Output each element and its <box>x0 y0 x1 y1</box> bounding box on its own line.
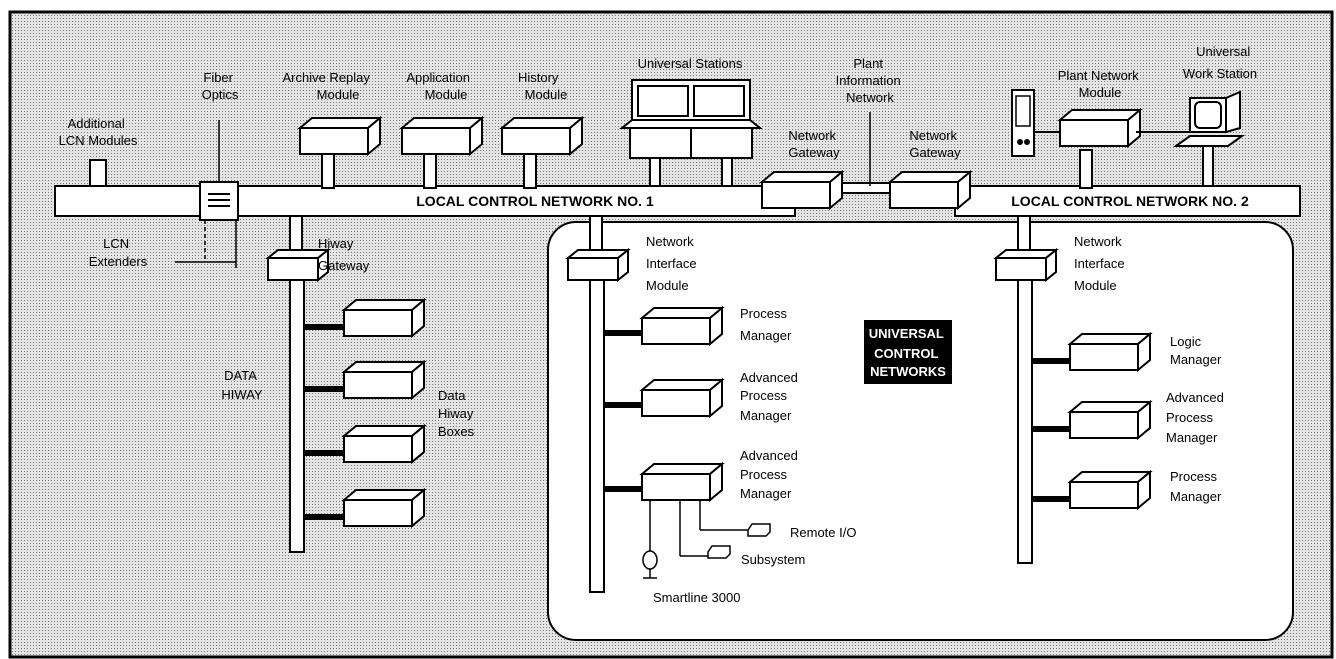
nim-left-box <box>567 249 629 281</box>
network-gateway-1-box <box>761 171 843 209</box>
archive-replay-module-box <box>299 117 381 189</box>
apm-left-1-label: Advanced Process Manager <box>740 370 801 423</box>
plant-network-peripheral <box>1011 89 1060 157</box>
ucn-region <box>547 221 1294 641</box>
nim-left-label: Network Interface Module <box>646 234 700 293</box>
history-module-box <box>501 117 583 189</box>
smartline-transmitter <box>642 550 658 570</box>
apm-left-2-label: Advanced Process Manager <box>740 448 801 501</box>
network-gateway-1-label: Network Gateway <box>788 128 840 160</box>
application-label: Application Module <box>406 70 473 102</box>
plant-info-network-label: Plant Information Network <box>836 56 905 105</box>
fiber-optic-extender <box>175 120 239 268</box>
universal-stations-console <box>619 79 763 187</box>
lcn2-label: LOCAL CONTROL NETWORK NO. 2 <box>1011 193 1249 209</box>
smartline-label: Smartline 3000 <box>653 590 740 605</box>
network-gateway-2-box <box>889 171 971 209</box>
lcn1-label: LOCAL CONTROL NETWORK NO. 1 <box>416 193 654 209</box>
remote-io-label: Remote I/O <box>790 525 856 540</box>
network-gateway-2-label: Network Gateway <box>909 128 961 160</box>
ucn-right-devices <box>1032 333 1151 509</box>
data-hiway-label: DATA HIWAY <box>221 368 262 402</box>
remote-io-box <box>747 523 771 537</box>
hiway-gateway-label: Hiway Gateway <box>318 236 370 273</box>
nim-right-box <box>995 249 1057 281</box>
plant-network-module-box <box>1059 109 1141 189</box>
additional-lcn-label: Additional LCN Modules <box>59 116 138 148</box>
history-label: History Module <box>518 70 567 102</box>
ucn-right-bus <box>1017 279 1033 564</box>
data-hiway-boxes <box>304 299 425 527</box>
data-hiway-boxes-label: Data Hiway Boxes <box>438 388 477 439</box>
apm-field-connections <box>642 500 771 579</box>
plant-network-module-label: Plant Network Module <box>1058 68 1143 100</box>
lcn-bus-2 <box>954 185 1301 217</box>
nim-right-label: Network Interface Module <box>1074 234 1128 293</box>
process-manager-left-label: Process Manager <box>740 306 792 343</box>
universal-stations-label: Universal Stations <box>638 56 743 71</box>
universal-work-station-label: Universal Work Station <box>1183 44 1257 81</box>
ucn-title-label: UNIVERSAL CONTROL NETWORKS <box>869 326 948 379</box>
subsystem-label: Subsystem <box>741 552 805 567</box>
fiber-optics-label: Fiber Optics <box>202 70 239 102</box>
subsystem-box <box>707 545 731 559</box>
ucn-left-devices <box>604 307 723 501</box>
logic-manager-label: Logic Manager <box>1170 334 1222 367</box>
archive-replay-label: Archive Replay Module <box>282 70 373 102</box>
application-module-box <box>401 117 483 189</box>
lcn-bus-1 <box>54 185 796 217</box>
process-manager-right-label: Process Manager <box>1170 469 1222 504</box>
universal-work-station <box>1136 90 1246 187</box>
data-hiway-bus <box>289 279 305 553</box>
ucn-title-box <box>864 320 952 384</box>
apm-right-label: Advanced Process Manager <box>1166 390 1227 445</box>
ucn-left-bus <box>589 279 605 593</box>
lcn-extenders-label: LCN Extenders <box>89 236 148 269</box>
